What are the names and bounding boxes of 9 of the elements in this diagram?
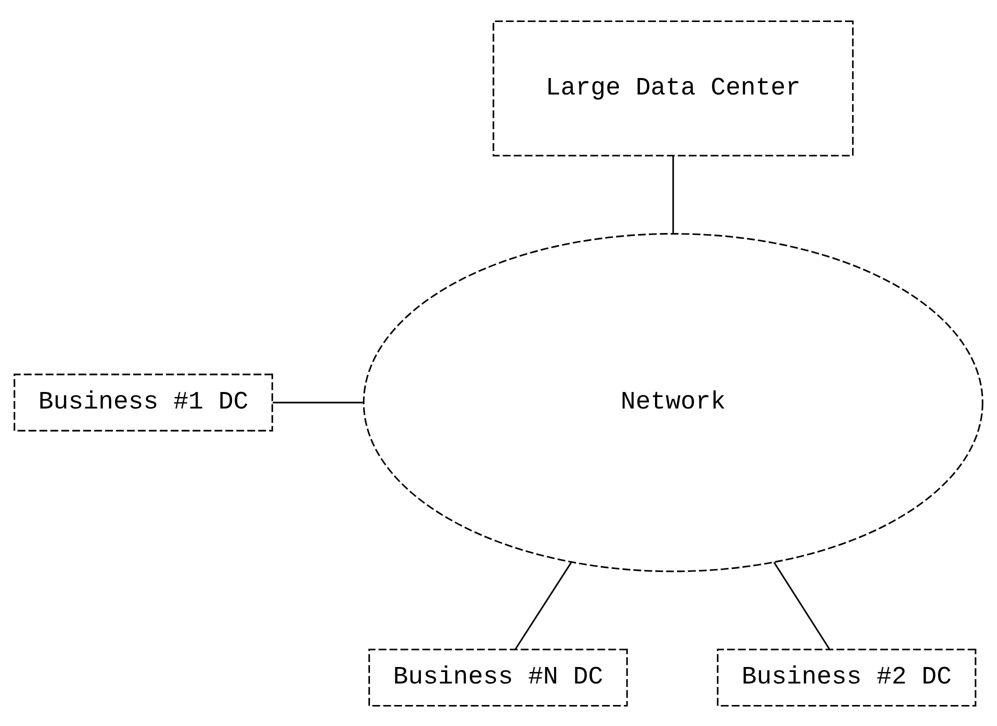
node-box: Business #2 DC: [716, 648, 976, 706]
connector: [672, 155, 674, 233]
node-ellipse: Network: [362, 232, 984, 572]
node-box: Business #1 DC: [14, 373, 274, 431]
connector: [272, 401, 364, 403]
connector: [514, 561, 572, 650]
node-box: Large Data Center: [492, 20, 854, 156]
node-box: Business #N DC: [368, 648, 628, 706]
connector: [773, 561, 830, 650]
